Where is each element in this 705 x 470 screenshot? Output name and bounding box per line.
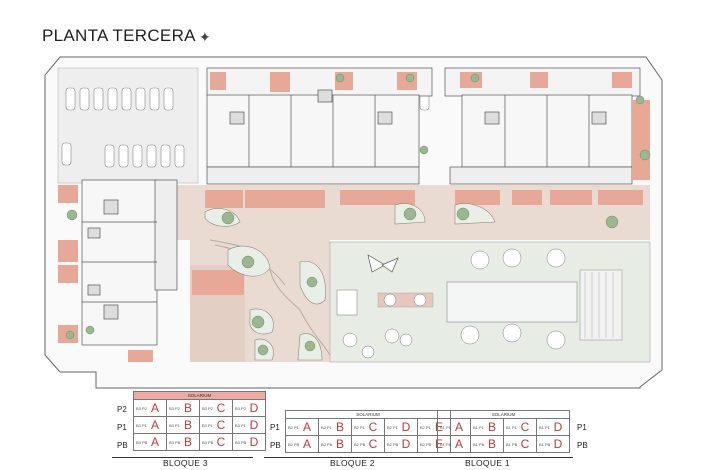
block-underline xyxy=(264,457,446,458)
block-3-label: BLOQUE 3 xyxy=(163,458,208,468)
central-plaza xyxy=(160,185,650,362)
solarium-header: SOLARIUM xyxy=(437,410,570,419)
north-arrow-icon: ✦ xyxy=(199,29,211,45)
pool xyxy=(446,281,578,323)
block-2-label: BLOQUE 2 xyxy=(330,458,375,468)
garden-furniture xyxy=(336,248,566,359)
block-underline xyxy=(112,457,253,458)
row-label: P1 xyxy=(270,423,280,432)
row-label: P1 xyxy=(577,423,587,432)
solarium-header: SOLARIUM xyxy=(285,410,451,419)
block-1-terraces xyxy=(455,72,650,205)
block-2 xyxy=(205,67,433,208)
block-3 xyxy=(81,179,178,346)
row-label: PB xyxy=(270,441,281,450)
parking-area xyxy=(57,67,430,184)
row-label: P1 xyxy=(117,423,127,432)
block-1-label: BLOQUE 1 xyxy=(465,458,510,468)
shade-sail xyxy=(367,254,386,273)
pergola xyxy=(579,269,623,341)
page-title: PLANTA TERCERA xyxy=(42,26,196,45)
row-label: P2 xyxy=(117,405,127,414)
trees xyxy=(65,73,651,356)
block-underline xyxy=(433,457,573,458)
solarium-header: SOLARIUM xyxy=(133,391,266,400)
row-label: PB xyxy=(117,441,128,450)
row-label: PB xyxy=(577,441,588,450)
